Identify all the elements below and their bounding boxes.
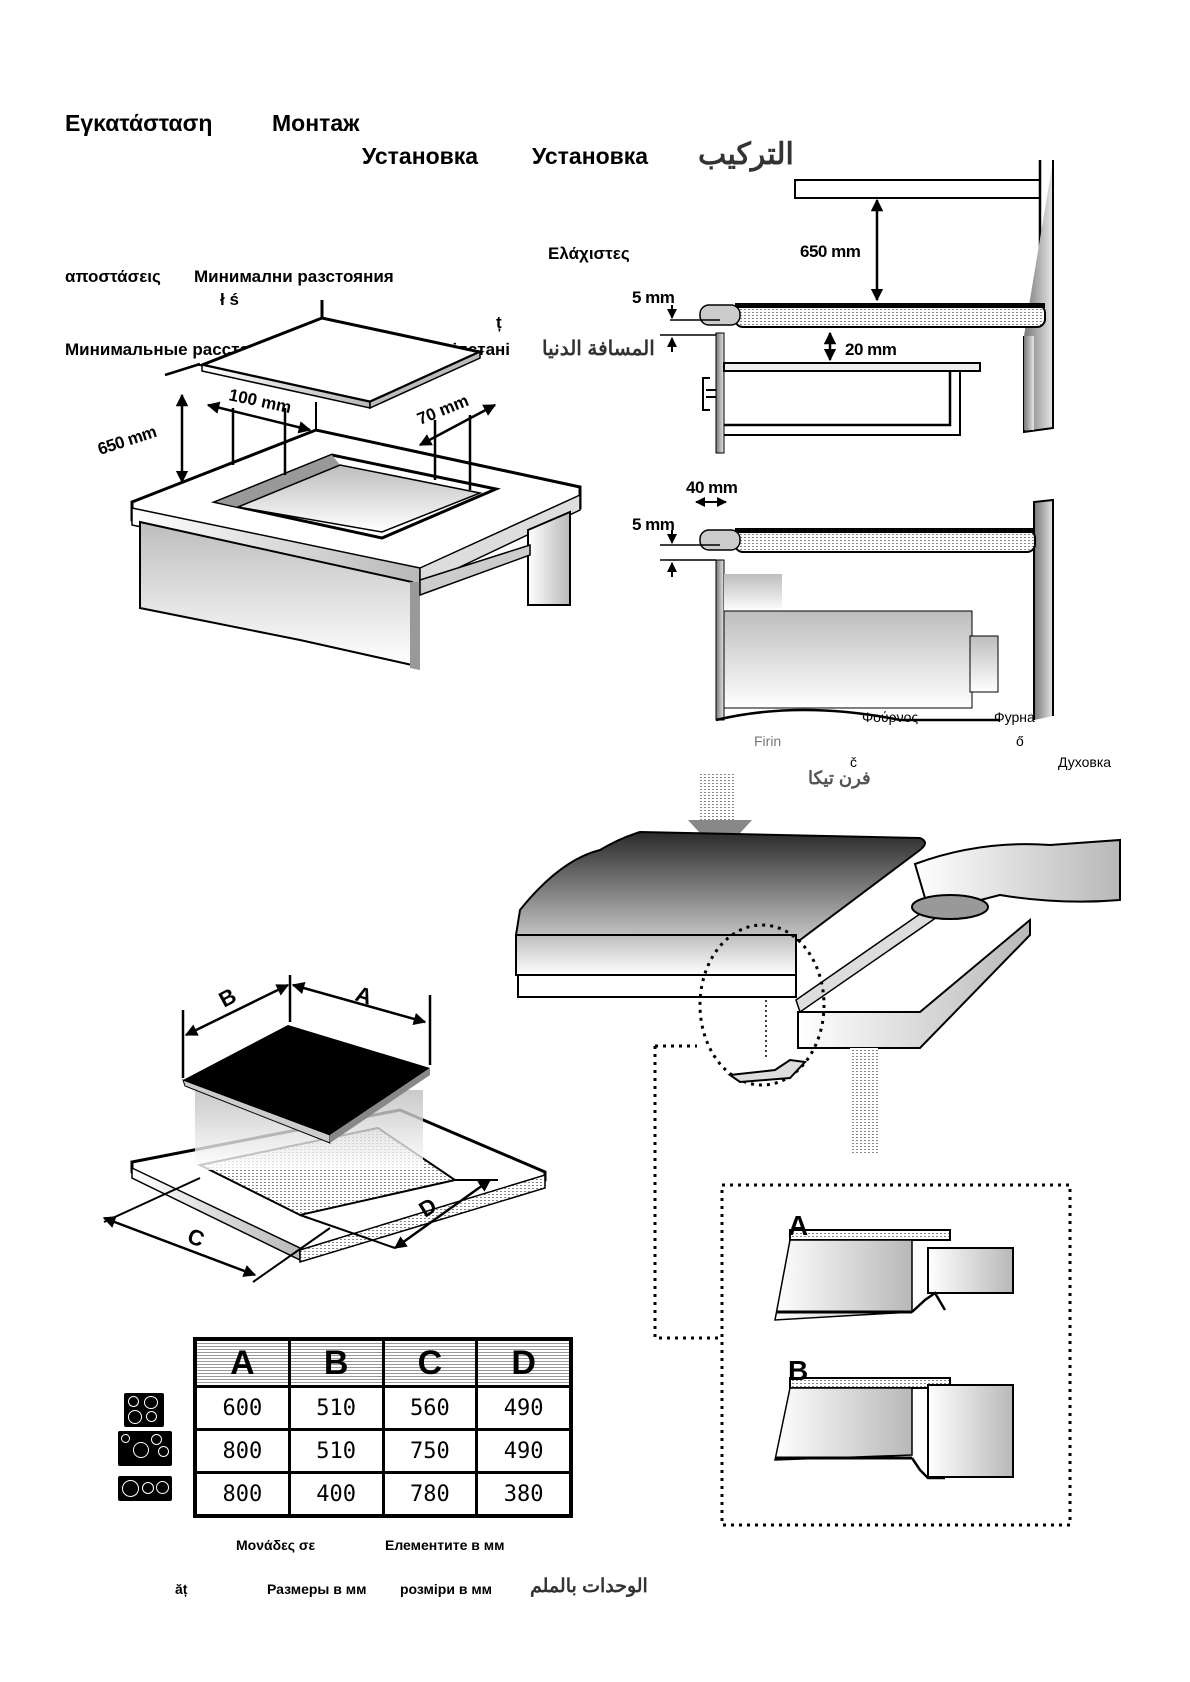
oven-turkish: Firin bbox=[754, 733, 782, 749]
cell-b: 400 bbox=[287, 1471, 385, 1518]
min-distances-arabic: المسافة الدنيا bbox=[542, 338, 655, 360]
cell-c: 560 bbox=[381, 1385, 479, 1431]
cell-a: 800 bbox=[193, 1428, 291, 1474]
dim-40: 40 mm bbox=[686, 478, 738, 497]
units-greek: Μονάδες σε bbox=[236, 1537, 316, 1553]
dimension-diagram bbox=[102, 975, 547, 1283]
title-russian: Установка bbox=[362, 143, 479, 169]
min-distances-polish: ł ś bbox=[220, 290, 239, 309]
title-greek: Εγκατάσταση bbox=[65, 110, 213, 136]
oven-hungarian: ő bbox=[1016, 733, 1024, 749]
hob-installation-illustration bbox=[514, 772, 1121, 1340]
cabinet-dimension-lines bbox=[164, 362, 497, 490]
title-arabic: التركيب bbox=[698, 138, 794, 171]
table-row: 800 400 780 380 bbox=[193, 1471, 573, 1518]
cell-b: 510 bbox=[287, 1385, 385, 1431]
dim-5-top: 5 mm bbox=[632, 288, 675, 307]
label-a: A bbox=[352, 981, 375, 1010]
cell-a: 800 bbox=[193, 1471, 291, 1518]
header-d: D bbox=[475, 1337, 573, 1388]
side-section-bottom bbox=[660, 497, 1054, 722]
units-ukrainian: розміри в мм bbox=[400, 1581, 493, 1597]
cabinet bbox=[130, 428, 582, 670]
units-russian: Размеры в мм bbox=[267, 1581, 367, 1597]
dim-5-bottom: 5 mm bbox=[632, 515, 675, 534]
table-header-row: A B C D bbox=[193, 1337, 573, 1388]
dim-650-cabinet: 650 mm bbox=[95, 422, 159, 459]
fixing-label-b: B bbox=[788, 1355, 808, 1386]
dim-20: 20 mm bbox=[845, 340, 897, 359]
title-bulgarian: Монтаж bbox=[272, 110, 360, 136]
oven-greek: Φούρνος bbox=[862, 709, 919, 725]
hob-5-zone-icon bbox=[118, 1431, 172, 1466]
cell-b: 510 bbox=[287, 1428, 385, 1474]
label-c: C bbox=[184, 1223, 208, 1252]
label-b: B bbox=[215, 983, 241, 1013]
cell-c: 750 bbox=[381, 1428, 479, 1474]
header-b: B bbox=[287, 1337, 385, 1388]
units-arabic: الوحدات بالملم bbox=[530, 1576, 648, 1597]
hob-linear-zone-icon bbox=[118, 1476, 172, 1501]
fixing-detail bbox=[720, 1183, 1072, 1527]
dim-650-hood: 650 mm bbox=[800, 242, 861, 261]
min-distances-romanian: ț bbox=[496, 313, 502, 332]
dimensions-table: A B C D 600 510 560 490 800 510 750 490 … bbox=[193, 1337, 573, 1518]
title-ukrainian: Установка bbox=[532, 143, 649, 169]
oven-czech: č bbox=[850, 754, 857, 770]
hood-panel bbox=[196, 300, 485, 430]
oven-arabic: فرن تيكا bbox=[808, 768, 871, 788]
cell-d: 490 bbox=[475, 1428, 573, 1474]
min-distances-bulgarian: Минимални разстояния bbox=[194, 267, 394, 286]
min-distances-greek-2: αποστάσεις bbox=[65, 267, 161, 286]
cell-d: 490 bbox=[475, 1385, 573, 1431]
table-row: 600 510 560 490 bbox=[193, 1385, 573, 1431]
header-a: A bbox=[193, 1337, 291, 1388]
fixing-label-a: A bbox=[788, 1210, 808, 1241]
header-c: C bbox=[381, 1337, 479, 1388]
min-distances-greek-1: Ελάχιστες bbox=[548, 244, 630, 263]
hob-4-zone-icon bbox=[124, 1393, 164, 1427]
cell-a: 600 bbox=[193, 1385, 291, 1431]
oven-bulgarian: Фурна bbox=[994, 709, 1035, 725]
table-row: 800 510 750 490 bbox=[193, 1428, 573, 1474]
units-romanian: ăț bbox=[175, 1581, 188, 1597]
side-section-top bbox=[660, 160, 1054, 454]
oven-russian: Духовка bbox=[1058, 754, 1112, 770]
units-bulgarian: Елементите в мм bbox=[385, 1537, 505, 1553]
cell-d: 380 bbox=[475, 1471, 573, 1518]
cell-c: 780 bbox=[381, 1471, 479, 1518]
